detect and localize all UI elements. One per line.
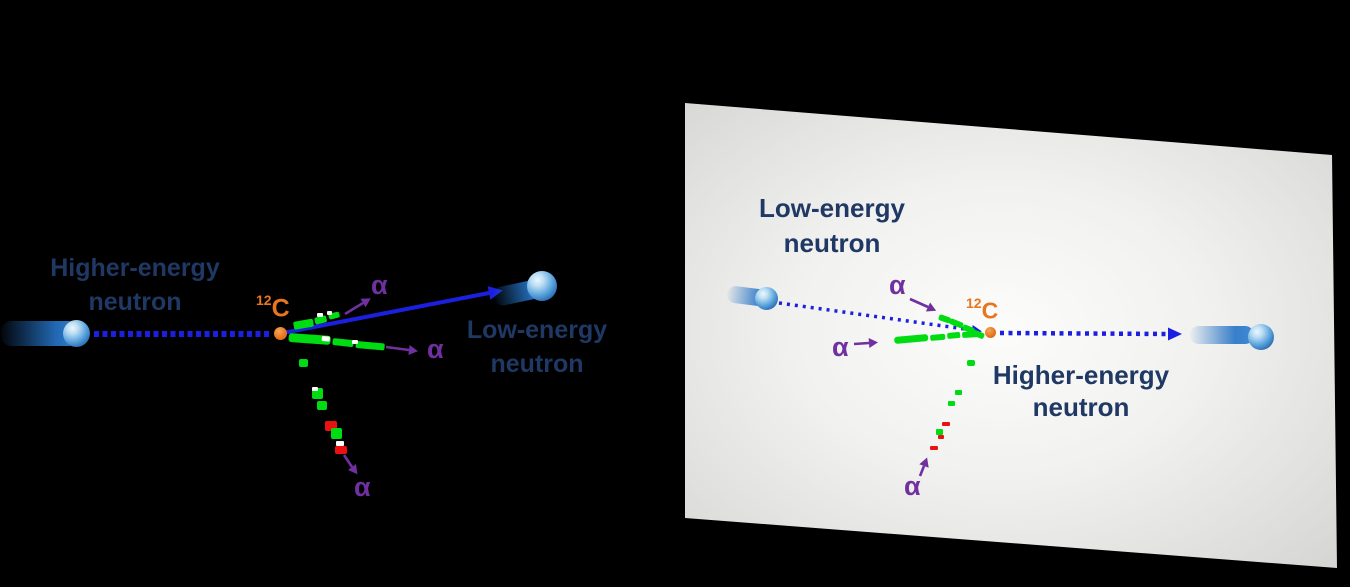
left-alpha-arrow-upper [344, 298, 371, 316]
left-alpha-track-right [288, 333, 385, 351]
right-carbon12-label: 12C [966, 293, 998, 324]
label-line: neutron [783, 228, 881, 258]
label-line: neutron [490, 350, 584, 378]
right-incoming-neutron-label: Low-energy neutron [732, 191, 932, 261]
left-carbon-nucleus [274, 327, 287, 340]
right-alpha-track-left [894, 331, 981, 344]
left-alpha-label-upper: α [371, 270, 388, 300]
left-carbon12-label: 12C [256, 290, 290, 321]
right-incoming-neutron [755, 287, 778, 310]
label-line: neutron [1032, 392, 1130, 422]
right-outgoing-neutron-beam [999, 327, 1182, 341]
left-alpha-arrow-down [342, 454, 358, 475]
right-alpha-label-upper: α [889, 270, 906, 300]
right-alpha-label-lower: α [904, 471, 921, 501]
right-alpha-arrow-left [853, 338, 878, 348]
left-alpha-label-lower: α [354, 472, 371, 502]
left-alpha-label-right: α [427, 334, 444, 364]
right-outgoing-arrowhead-icon [1168, 327, 1182, 341]
right-carbon-nucleus [985, 327, 996, 338]
left-incoming-neutron [63, 320, 90, 347]
carbon-mass-number: 12 [966, 295, 982, 311]
left-incoming-neutron-label: Higher-energy neutron [25, 251, 245, 319]
label-line: Low-energy [759, 193, 905, 223]
right-alpha-track-down [930, 360, 975, 450]
carbon-symbol: C [271, 294, 290, 323]
label-line: neutron [88, 288, 182, 316]
right-alpha-arrow-upper [909, 297, 937, 312]
label-line: Low-energy [466, 316, 608, 344]
left-alpha-track-down [299, 359, 347, 454]
left-outgoing-neutron-label: Low-energy neutron [437, 313, 637, 381]
label-line: Higher-energy [50, 254, 220, 282]
right-outgoing-neutron [1248, 324, 1274, 350]
right-alpha-label-left: α [832, 332, 849, 362]
left-outgoing-neutron [527, 271, 557, 301]
carbon-symbol: C [981, 297, 999, 324]
right-outgoing-neutron-tail [1190, 326, 1254, 344]
label-line: Higher-energy [992, 360, 1170, 390]
left-alpha-track-upper [293, 311, 340, 330]
right-outgoing-neutron-label: Higher-energy neutron [978, 359, 1184, 423]
right-alpha-arrow-down [918, 457, 929, 477]
left-alpha-arrow-right [385, 345, 418, 355]
carbon-mass-number: 12 [256, 292, 272, 308]
